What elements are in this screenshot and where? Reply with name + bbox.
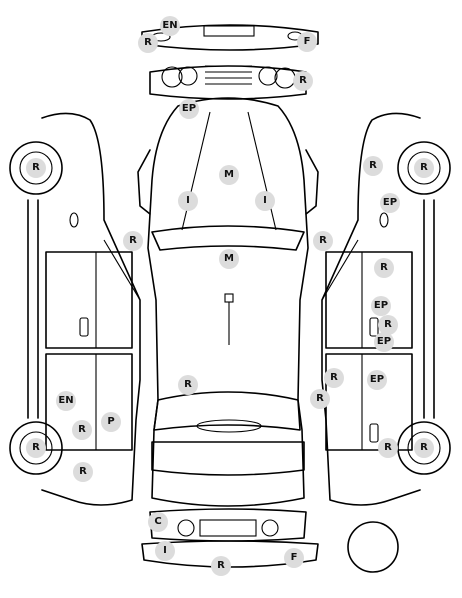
- marker-mirror-left-r[interactable]: R: [123, 231, 143, 251]
- marker-front-bumper-right-f[interactable]: F: [297, 32, 317, 52]
- marker-roof-m[interactable]: M: [219, 249, 239, 269]
- marker-mirror-right-r[interactable]: R: [313, 231, 333, 251]
- marker-headlight-right-r[interactable]: R: [293, 71, 313, 91]
- marker-rear-bumper-r[interactable]: R: [211, 556, 231, 576]
- top-view-body: [137, 97, 319, 507]
- marker-right-rear-wheel-r[interactable]: R: [414, 438, 434, 458]
- marker-right-rear-arch-r[interactable]: R: [378, 438, 398, 458]
- marker-windshield-right-i[interactable]: I: [255, 191, 275, 211]
- marker-right-rear-door-ep[interactable]: EP: [367, 370, 387, 390]
- marker-right-front-door-lower-ep[interactable]: EP: [374, 332, 394, 352]
- marker-rear-bumper-c[interactable]: C: [148, 512, 168, 532]
- marker-right-front-door-r[interactable]: R: [374, 258, 394, 278]
- rear-view: [141, 508, 319, 568]
- marker-left-front-wheel-r[interactable]: R: [26, 158, 46, 178]
- marker-right-fender-ep[interactable]: EP: [380, 193, 400, 213]
- marker-left-sill-r[interactable]: R: [73, 462, 93, 482]
- marker-rear-glass-r[interactable]: R: [178, 375, 198, 395]
- right-side-view: [321, 112, 451, 506]
- marker-right-door-handle-r[interactable]: R: [378, 315, 398, 335]
- marker-rear-bumper-f[interactable]: F: [284, 548, 304, 568]
- marker-left-rear-arch-p[interactable]: P: [101, 412, 121, 432]
- marker-rear-bumper-i[interactable]: I: [155, 541, 175, 561]
- marker-hood-front-ep[interactable]: EP: [179, 99, 199, 119]
- marker-right-front-wheel-r[interactable]: R: [414, 158, 434, 178]
- left-side-view: [9, 112, 141, 506]
- marker-left-rear-quarter-en[interactable]: EN: [56, 391, 76, 411]
- spare-wheel-circle: [347, 521, 399, 573]
- marker-hood-m[interactable]: M: [219, 165, 239, 185]
- marker-left-rear-wheel-r[interactable]: R: [26, 438, 46, 458]
- marker-front-bumper-left-r[interactable]: R: [138, 33, 158, 53]
- marker-left-rear-arch-r[interactable]: R: [72, 420, 92, 440]
- marker-right-rear-door-r[interactable]: R: [324, 368, 344, 388]
- marker-right-front-door-ep[interactable]: EP: [371, 296, 391, 316]
- marker-right-front-fender-r[interactable]: R: [363, 156, 383, 176]
- marker-front-bumper-en[interactable]: EN: [160, 16, 180, 36]
- front-grille-view: [149, 65, 307, 100]
- marker-windshield-left-i[interactable]: I: [178, 191, 198, 211]
- marker-right-rear-door-edge-r[interactable]: R: [310, 389, 330, 409]
